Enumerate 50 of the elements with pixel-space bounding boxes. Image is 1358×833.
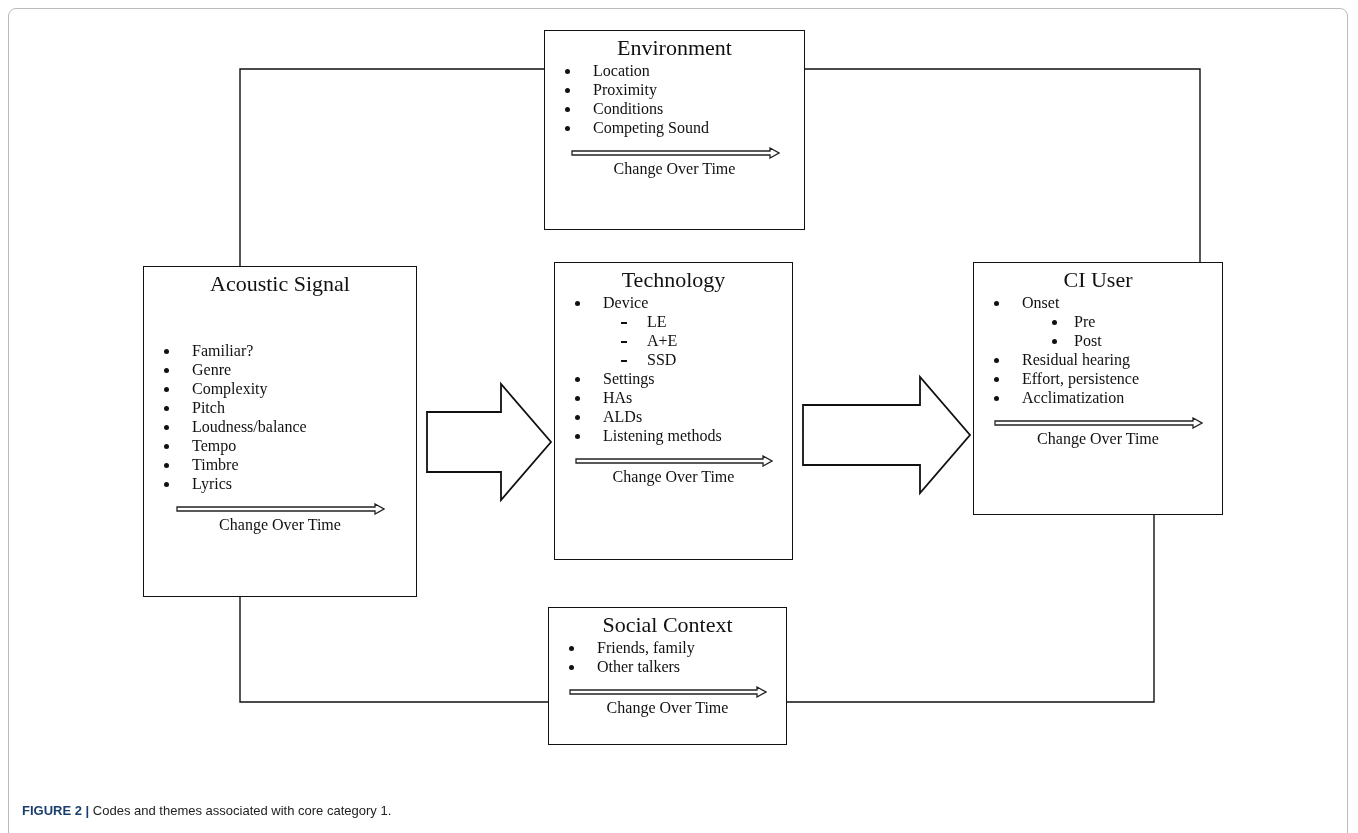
category-heading: CI User: [1062, 267, 1134, 293]
block-arrow: [802, 374, 972, 496]
bullet-item: Genre: [144, 360, 416, 379]
bullet-item: Familiar?: [144, 341, 416, 360]
bullet-item: Lyrics: [144, 474, 416, 493]
sub-item: LE: [555, 312, 792, 331]
arrow-caption: Change Over Time: [605, 698, 730, 717]
bullet-item: Location: [545, 61, 804, 80]
bullet-item: Complexity: [144, 379, 416, 398]
category-heading: Technology: [620, 267, 727, 293]
arrow-caption: Change Over Time: [612, 159, 737, 178]
block-arrow: [426, 381, 553, 503]
bullet-item: HAs: [555, 388, 792, 407]
category-box: [143, 266, 417, 597]
connector-line: [239, 596, 549, 703]
arrow-caption: Change Over Time: [1036, 429, 1160, 448]
bullet-item: ALDs: [555, 407, 792, 426]
bullet-item: Settings: [555, 369, 792, 388]
bullet-item: Timbre: [144, 455, 416, 474]
connector-line: [239, 68, 545, 267]
sub-item: Post: [974, 331, 1222, 350]
bullet-item: Friends, family: [549, 638, 786, 657]
bullet-item: Proximity: [545, 80, 804, 99]
bullet-item: Loudness/balance: [144, 417, 416, 436]
sub-item: Pre: [974, 312, 1222, 331]
sub-item: SSD: [555, 350, 792, 369]
category-box: [554, 262, 793, 560]
bullet-item: Device: [555, 293, 792, 312]
category-heading: Social Context: [601, 612, 734, 638]
category-heading: Environment: [616, 35, 733, 61]
connector-line: [804, 68, 1201, 263]
figure-caption: FIGURE 2 | Codes and themes associated with core category 1.: [22, 803, 392, 818]
arrow-caption: Change Over Time: [218, 515, 342, 534]
bullet-item: Competing Sound: [545, 118, 804, 137]
bullet-item: Acclimatization: [974, 388, 1222, 407]
sub-item: A+E: [555, 331, 792, 350]
connector-line: [786, 514, 1155, 703]
bullet-item: Onset: [974, 293, 1222, 312]
category-box: [548, 607, 787, 745]
bullet-item: Residual hearing: [974, 350, 1222, 369]
arrow-caption: Change Over Time: [611, 467, 736, 486]
category-box: [973, 262, 1223, 515]
bullet-item: Other talkers: [549, 657, 786, 676]
bullet-item: Tempo: [144, 436, 416, 455]
bullet-item: Listening methods: [555, 426, 792, 445]
category-heading: Acoustic Signal: [209, 271, 351, 297]
category-box: [544, 30, 805, 230]
bullet-item: Conditions: [545, 99, 804, 118]
bullet-item: Effort, persistence: [974, 369, 1222, 388]
bullet-item: Pitch: [144, 398, 416, 417]
